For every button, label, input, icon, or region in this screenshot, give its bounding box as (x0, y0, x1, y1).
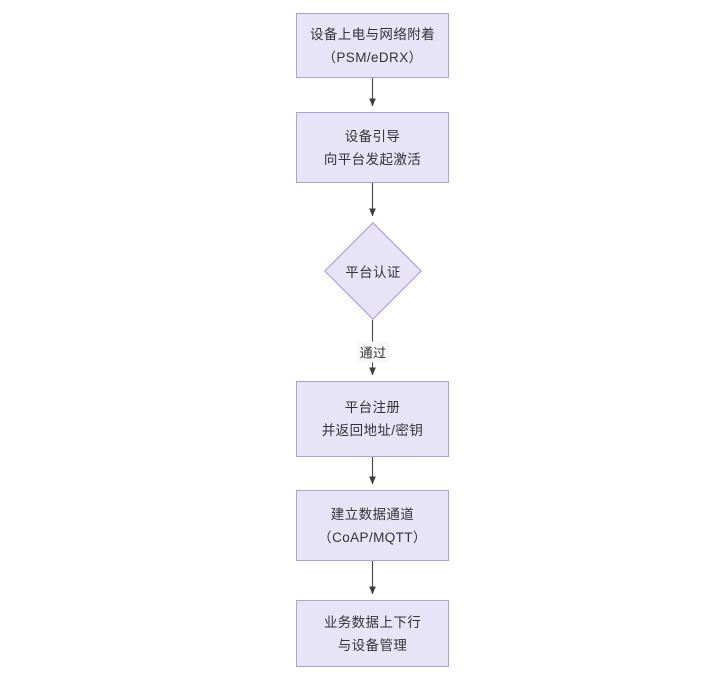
node-establish-data-channel[interactable]: 建立数据通道 （CoAP/MQTT） (296, 490, 449, 561)
node-text-line: 向平台发起激活 (323, 151, 422, 167)
node-text-line: 平台注册 (344, 400, 401, 415)
node-platform-authentication[interactable]: 平台认证 (324, 222, 422, 320)
node-text-line: 并返回地址/密钥 (321, 423, 424, 438)
node-device-power-on[interactable]: 设备上电与网络附着 （PSM/eDRX） (296, 13, 449, 78)
node-text-line: （PSM/eDRX） (322, 49, 423, 65)
node-business-data-and-device-management[interactable]: 业务数据上下行 与设备管理 (296, 600, 449, 667)
node-text-line: 平台认证 (345, 265, 401, 280)
node-text-line: 业务数据上下行 (323, 614, 422, 630)
edge-label-pass: 通过 (356, 341, 390, 363)
node-text-line: 建立数据通道 (330, 506, 415, 522)
node-text-line: 与设备管理 (337, 637, 408, 653)
node-text-line: 设备引导 (344, 128, 401, 144)
node-text-line: 设备上电与网络附着 (309, 26, 436, 42)
diamond-shape-icon (324, 222, 422, 320)
node-text-line: （CoAP/MQTT） (318, 529, 427, 545)
node-device-bootstrap[interactable]: 设备引导 向平台发起激活 (296, 112, 449, 183)
node-platform-registration[interactable]: 平台注册 并返回地址/密钥 (296, 381, 449, 457)
